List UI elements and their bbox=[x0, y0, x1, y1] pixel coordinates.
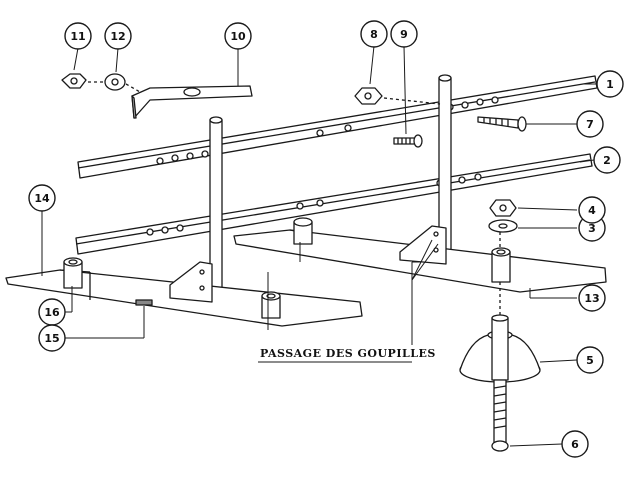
nut-part-8 bbox=[354, 87, 383, 105]
bolt-part-9 bbox=[393, 134, 423, 148]
left-post bbox=[209, 116, 223, 311]
washer-part-12 bbox=[104, 73, 126, 91]
pin-slot-part-15 bbox=[135, 299, 153, 306]
callout-5: 5 bbox=[586, 354, 594, 367]
leader-lines bbox=[41, 45, 597, 447]
pin-passage-caption: PASSAGE DES GOUPILLES bbox=[260, 347, 436, 360]
right-post bbox=[438, 74, 452, 259]
bushing-left-rear bbox=[261, 291, 281, 319]
screw-part-7 bbox=[477, 116, 527, 132]
nut-part-11 bbox=[61, 73, 87, 89]
left-post-bracket bbox=[169, 261, 213, 303]
callout-labels: 1 2 3 4 5 6 7 8 9 10 11 12 13 14 16 15 bbox=[34, 28, 613, 451]
callout-8: 8 bbox=[370, 28, 378, 41]
callout-9: 9 bbox=[400, 28, 408, 41]
callout-6: 6 bbox=[571, 438, 579, 451]
callout-10: 10 bbox=[230, 30, 246, 43]
bushing-part-16 bbox=[63, 257, 83, 289]
callout-11: 11 bbox=[70, 30, 85, 43]
washer-part-3 bbox=[488, 219, 518, 233]
bushing-right-rear bbox=[293, 217, 313, 245]
angle-bracket-part-10 bbox=[131, 85, 253, 119]
callout-4: 4 bbox=[588, 204, 596, 217]
callout-15: 15 bbox=[44, 332, 59, 345]
nut-part-4 bbox=[489, 199, 517, 217]
callout-16: 16 bbox=[44, 306, 60, 319]
callout-2: 2 bbox=[603, 154, 611, 167]
levelling-foot-part-5 bbox=[459, 314, 541, 383]
callout-7: 7 bbox=[586, 118, 594, 131]
callout-circles bbox=[28, 20, 624, 458]
callout-14: 14 bbox=[34, 192, 50, 205]
callout-13: 13 bbox=[584, 292, 599, 305]
bushing-right-front bbox=[491, 247, 511, 283]
callout-12: 12 bbox=[110, 30, 125, 43]
threaded-rod-part-6 bbox=[491, 379, 509, 452]
callout-1: 1 bbox=[606, 78, 614, 91]
callout-3: 3 bbox=[588, 222, 596, 235]
